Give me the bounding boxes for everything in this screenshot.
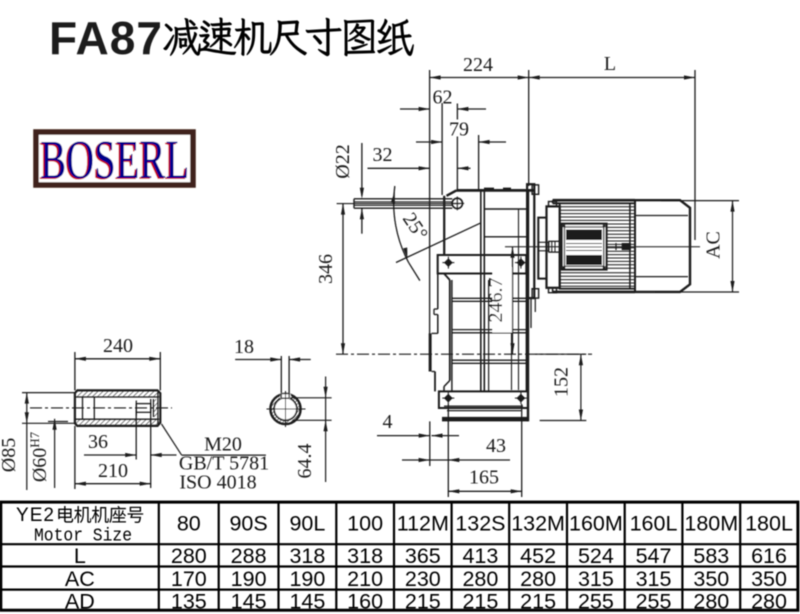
svg-text:346: 346 [315,254,337,284]
svg-text:190: 190 [231,567,267,591]
svg-text:4: 4 [383,411,393,433]
svg-text:315: 315 [578,567,614,591]
svg-text:100: 100 [347,512,383,536]
svg-text:280: 280 [751,589,787,613]
svg-text:230: 230 [405,567,441,591]
svg-text:365: 365 [405,544,441,568]
svg-text:160: 160 [347,589,383,613]
svg-text:210: 210 [98,460,128,482]
svg-text:280: 280 [693,589,729,613]
svg-text:246.7: 246.7 [485,278,507,323]
svg-text:452: 452 [520,544,556,568]
svg-text:132S: 132S [455,512,505,536]
svg-text:255: 255 [578,589,614,613]
svg-text:32: 32 [373,144,393,166]
svg-text:Ø22: Ø22 [332,144,354,178]
svg-text:112M: 112M [397,512,449,536]
svg-text:215: 215 [405,589,441,613]
svg-text:547: 547 [636,544,672,568]
svg-text:215: 215 [520,589,556,613]
svg-text:280: 280 [520,567,556,591]
svg-text:90L: 90L [289,512,325,536]
svg-text:BOSERL: BOSERL [39,130,188,191]
svg-text:160L: 160L [630,512,678,536]
svg-text:315: 315 [636,567,672,591]
svg-text:25°: 25° [398,209,432,245]
svg-text:524: 524 [578,544,614,568]
svg-text:64.4: 64.4 [294,444,316,479]
svg-text:AC: AC [65,567,95,591]
svg-text:L: L [74,544,86,568]
svg-text:YE2: YE2 [16,505,54,526]
svg-text:145: 145 [231,589,267,613]
svg-text:135: 135 [171,589,207,613]
svg-text:43: 43 [486,435,506,457]
svg-text:215: 215 [462,589,498,613]
svg-text:145: 145 [289,589,325,613]
svg-text:AD: AD [65,589,95,613]
svg-text:18: 18 [234,336,254,358]
svg-text:318: 318 [289,544,325,568]
svg-text:170: 170 [171,567,207,591]
svg-text:ISO 4018: ISO 4018 [179,472,256,494]
svg-text:Ø60H7: Ø60H7 [27,431,51,482]
svg-text:583: 583 [693,544,729,568]
svg-text:62: 62 [433,87,453,109]
svg-text:36: 36 [88,431,108,453]
svg-text:BOSERL: BOSERL [40,129,189,190]
svg-text:280: 280 [171,544,207,568]
svg-text:350: 350 [693,567,729,591]
svg-text:255: 255 [636,589,672,613]
svg-text:M20: M20 [204,433,242,455]
svg-text:413: 413 [462,544,498,568]
svg-text:132M: 132M [511,512,565,536]
svg-text:L: L [604,53,616,75]
svg-text:160M: 160M [569,512,623,536]
svg-text:280: 280 [462,567,498,591]
svg-text:288: 288 [231,544,267,568]
svg-text:180M: 180M [684,512,738,536]
svg-text:224: 224 [463,54,493,76]
svg-text:AC: AC [703,231,725,259]
svg-text:GB/T 5781: GB/T 5781 [179,453,269,475]
svg-text:350: 350 [751,567,787,591]
svg-text:80: 80 [177,512,201,536]
svg-text:190: 190 [289,567,325,591]
svg-text:79: 79 [449,119,469,141]
svg-text:240: 240 [103,335,133,357]
svg-text:90S: 90S [229,512,267,536]
svg-text:180L: 180L [745,512,793,536]
svg-text:Motor Size: Motor Size [34,526,132,547]
svg-text:152: 152 [551,367,573,397]
svg-text:616: 616 [751,544,787,568]
svg-text:Ø85: Ø85 [0,438,20,472]
svg-text:318: 318 [347,544,383,568]
svg-text:165: 165 [469,467,499,489]
svg-text:FA87: FA87 [49,12,163,64]
svg-text:210: 210 [347,567,383,591]
